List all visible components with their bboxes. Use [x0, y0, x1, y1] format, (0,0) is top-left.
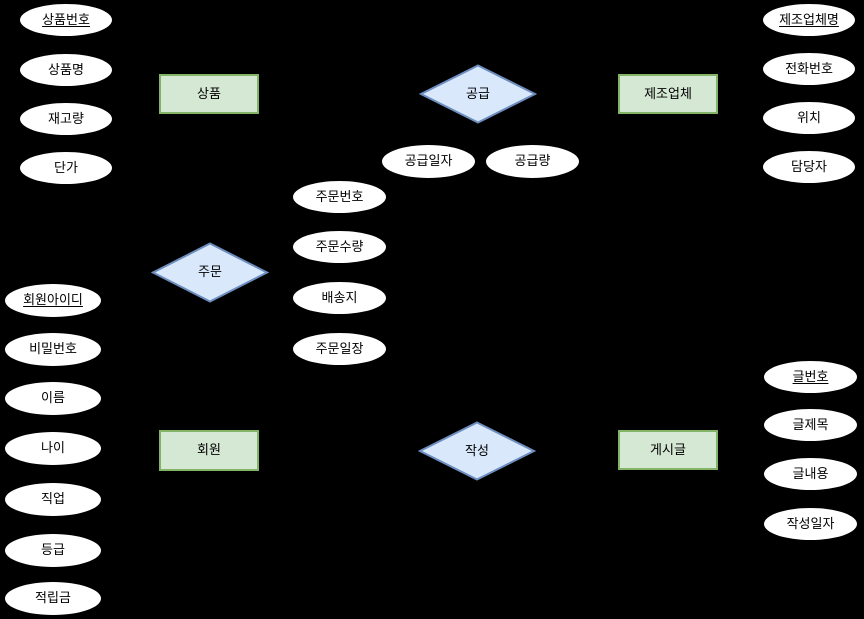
attr-label: 단가	[54, 159, 78, 175]
attr-product-name[interactable]: 상품명	[18, 52, 114, 88]
attr-supply-date[interactable]: 공급일자	[380, 143, 477, 180]
attr-label: 상품명	[48, 61, 84, 77]
attr-member-id[interactable]: 회원아이디	[3, 282, 103, 319]
attr-post-number[interactable]: 글번호	[762, 359, 859, 395]
attr-label: 재고량	[48, 110, 84, 126]
attr-post-content[interactable]: 글내용	[762, 456, 859, 492]
attr-label: 글내용	[792, 465, 829, 481]
attr-manufacturer-name[interactable]: 제조업체명	[761, 2, 857, 38]
entity-label: 상품	[197, 85, 221, 101]
attr-label: 직업	[41, 491, 65, 507]
relationship-label: 주문	[198, 264, 222, 280]
attr-location[interactable]: 위치	[761, 100, 857, 136]
diamond-shape	[419, 64, 537, 124]
entity-product[interactable]: 상품	[159, 74, 259, 114]
diamond-shape	[151, 242, 269, 303]
attr-label: 등급	[41, 542, 65, 558]
relationship-supply[interactable]: 공급	[419, 64, 537, 124]
attr-label: 상품번호	[42, 11, 90, 27]
entity-member[interactable]: 회원	[159, 430, 259, 471]
attr-label: 나이	[41, 440, 65, 456]
attr-delivery-address[interactable]: 배송지	[291, 280, 388, 316]
attr-label: 위치	[797, 109, 821, 125]
attr-points[interactable]: 적립금	[3, 580, 103, 617]
attr-post-title[interactable]: 글제목	[762, 407, 859, 443]
attr-name[interactable]: 이름	[3, 380, 103, 417]
entity-label: 회원	[197, 442, 221, 458]
attr-order-number[interactable]: 주문번호	[291, 179, 388, 215]
attr-label: 배송지	[321, 289, 358, 305]
entity-label: 제조업체	[644, 85, 692, 101]
attr-phone-number[interactable]: 전화번호	[761, 51, 857, 87]
entity-post[interactable]: 게시글	[618, 430, 718, 470]
attr-order-date[interactable]: 주문일장	[291, 331, 388, 367]
attr-label: 작성일자	[786, 515, 835, 531]
attr-label: 공급량	[514, 153, 551, 169]
attr-supply-quantity[interactable]: 공급량	[484, 143, 581, 180]
attr-order-quantity[interactable]: 주문수량	[291, 229, 388, 265]
attr-label: 주문수량	[315, 238, 364, 254]
relationship-label: 공급	[466, 85, 490, 101]
attr-label: 전화번호	[785, 60, 833, 76]
attr-label: 글번호	[792, 368, 829, 384]
attr-label: 회원아이디	[23, 292, 83, 308]
attr-label: 주문일장	[315, 340, 364, 356]
attr-label: 비밀번호	[29, 341, 77, 357]
attr-label: 적립금	[35, 590, 71, 606]
attr-label: 글제목	[792, 416, 829, 432]
attr-label: 제조업체명	[779, 11, 839, 27]
attr-age[interactable]: 나이	[3, 430, 103, 467]
attr-password[interactable]: 비밀번호	[3, 331, 103, 368]
relationship-write[interactable]: 작성	[418, 421, 536, 481]
entity-label: 게시글	[650, 441, 686, 457]
relationship-order[interactable]: 주문	[151, 242, 269, 303]
attr-label: 공급일자	[404, 153, 453, 169]
attr-job[interactable]: 직업	[3, 481, 103, 518]
attr-label: 이름	[41, 390, 65, 406]
attr-label: 담당자	[791, 158, 827, 174]
attr-stock-quantity[interactable]: 재고량	[18, 101, 114, 137]
attr-write-date[interactable]: 작성일자	[762, 506, 859, 542]
attr-contact-person[interactable]: 담당자	[761, 149, 857, 185]
attr-grade[interactable]: 등급	[3, 532, 103, 569]
attr-unit-price[interactable]: 단가	[18, 150, 114, 186]
attr-label: 주문번호	[315, 188, 364, 204]
relationship-label: 작성	[465, 442, 489, 458]
diamond-shape	[418, 421, 536, 481]
entity-manufacturer[interactable]: 제조업체	[618, 74, 718, 114]
attr-product-number[interactable]: 상품번호	[18, 2, 114, 38]
